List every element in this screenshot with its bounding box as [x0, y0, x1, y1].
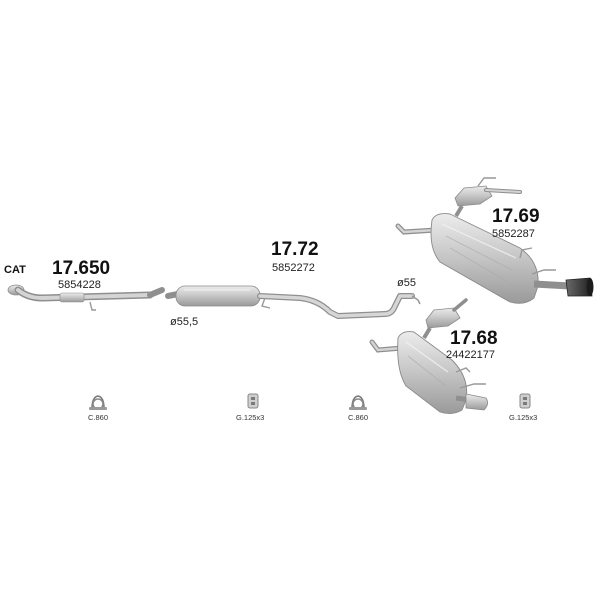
accessory-label: G.125x3	[236, 413, 264, 422]
front-pipe-17650	[7, 284, 165, 311]
oem-number: 5852272	[272, 262, 315, 274]
middle-muffler-17720	[165, 285, 421, 319]
clamp-icon	[349, 395, 367, 410]
accessory-label: G.125x3	[509, 413, 537, 422]
accessory-label: C.860	[348, 413, 368, 422]
part-code: 17.72	[271, 239, 319, 260]
rubber-hanger-icon	[247, 393, 259, 409]
part-code: 17.69	[492, 206, 540, 227]
oem-number: 5854228	[58, 279, 101, 291]
rubber-hanger-icon	[519, 393, 531, 409]
diameter-label: ø55	[397, 277, 416, 289]
cat-label: CAT	[4, 264, 26, 276]
accessory-label: C.860	[88, 413, 108, 422]
diameter-label: ø55,5	[170, 316, 198, 328]
clamp-icon	[89, 395, 107, 410]
part-code: 17.68	[450, 328, 498, 349]
oem-number: 24422177	[446, 349, 495, 361]
part-code: 17.650	[52, 258, 110, 279]
oem-number: 5852287	[492, 228, 535, 240]
rear-muffler-17690	[395, 177, 594, 304]
rear-muffler-17680	[369, 298, 488, 415]
